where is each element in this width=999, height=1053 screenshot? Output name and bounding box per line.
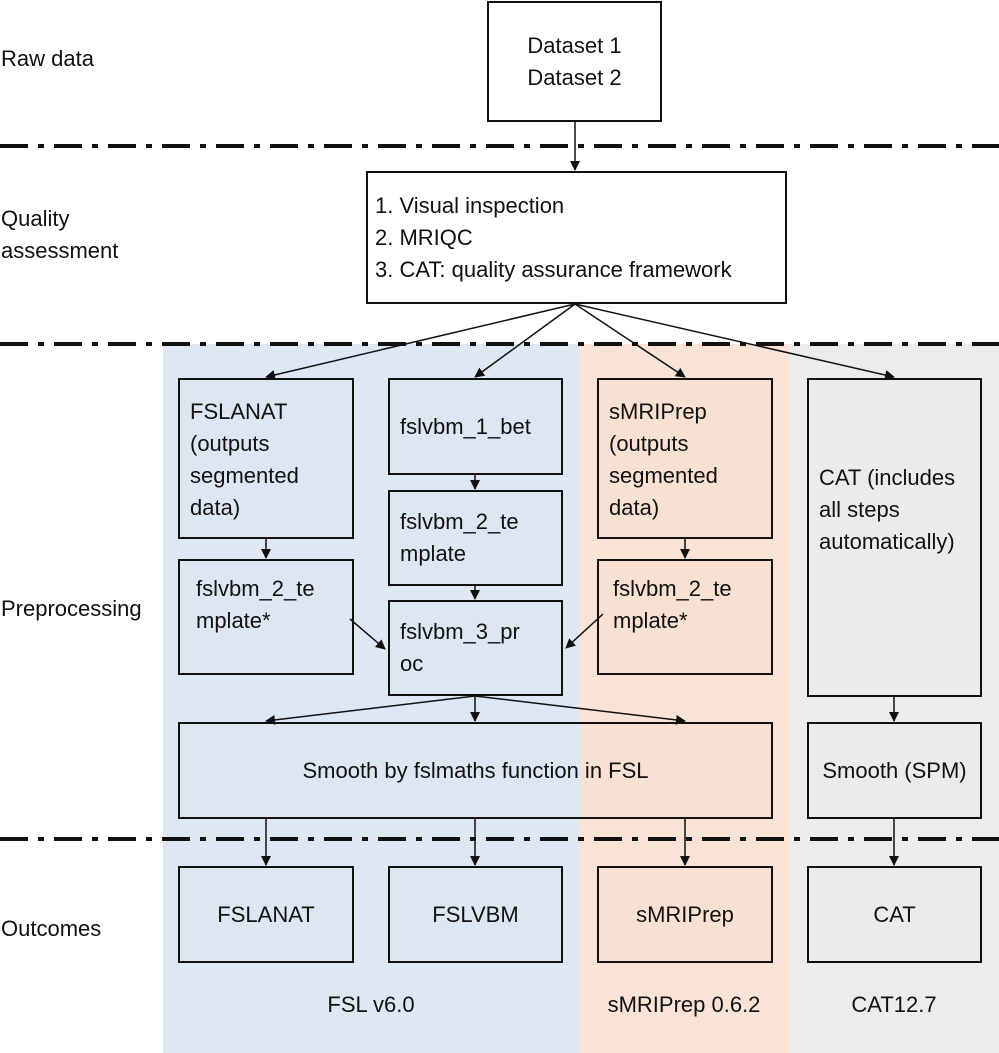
arrow-fslanat-template-to-proc bbox=[349, 618, 386, 650]
tool-label-smriprep: sMRIPrep 0.6.2 bbox=[607, 992, 761, 1017]
arrow-proc-to-smooth-right bbox=[474, 695, 686, 725]
arrow-qa-to-bet bbox=[474, 303, 576, 378]
arrow-proc-to-smooth-left bbox=[265, 695, 476, 725]
smooth-fslmaths-box: Smooth by fslmaths function in FSL bbox=[178, 722, 773, 819]
stage-label-preprocessing: Preprocessing bbox=[1, 596, 142, 621]
fslanat-preprocessing-box: FSLANAT (outputs segmented data) bbox=[178, 378, 354, 539]
dataset-1-text: Dataset 1 bbox=[527, 32, 622, 58]
dataset-2-text: Dataset 2 bbox=[527, 64, 622, 90]
stage-label-quality-assessment: Quality assessment bbox=[1, 206, 119, 263]
tool-label-fsl: FSL v6.0 bbox=[327, 992, 415, 1017]
fslvbm-bet-box: fslvbm_1_bet bbox=[388, 378, 563, 475]
arrow-smriprep-template-to-proc bbox=[565, 613, 604, 649]
stage-label-outcomes: Outcomes bbox=[1, 916, 102, 941]
smriprep-preprocessing-box: sMRIPrep (outputs segmented data) bbox=[597, 378, 773, 539]
raw-data-box: Dataset 1 Dataset 2 bbox=[487, 1, 662, 122]
stage-label-raw-data: Raw data bbox=[1, 46, 94, 71]
fslvbm-proc-box: fslvbm_3_pr oc bbox=[388, 600, 563, 696]
smooth-spm-box: Smooth (SPM) bbox=[807, 722, 982, 819]
arrow-qa-to-fslanat bbox=[265, 303, 576, 380]
quality-assessment-box: 1. Visual inspection 2. MRIQC 3. CAT: qu… bbox=[366, 171, 787, 304]
outcome-smriprep-box: sMRIPrep bbox=[597, 866, 773, 963]
outcome-fslanat-box: FSLANAT bbox=[178, 866, 354, 963]
qa-step-mriqc: 2. MRIQC bbox=[375, 225, 473, 250]
qa-step-cat-framework: 3. CAT: quality assurance framework bbox=[375, 257, 732, 282]
outcome-fslvbm-box: FSLVBM bbox=[388, 866, 563, 963]
fslanat-template-box: fslvbm_2_te mplate* bbox=[178, 559, 354, 675]
arrow-qa-to-smriprep bbox=[574, 303, 686, 378]
cat-preprocessing-box: CAT (includes all steps automatically) bbox=[807, 378, 982, 697]
smriprep-template-box: fslvbm_2_te mplate* bbox=[597, 559, 773, 675]
arrow-qa-to-cat bbox=[574, 303, 895, 380]
outcome-cat-box: CAT bbox=[807, 866, 982, 963]
fslvbm-template-box: fslvbm_2_te mplate bbox=[388, 490, 563, 586]
tool-label-cat: CAT12.7 bbox=[851, 992, 937, 1017]
qa-step-visual-inspection: 1. Visual inspection bbox=[375, 193, 565, 218]
